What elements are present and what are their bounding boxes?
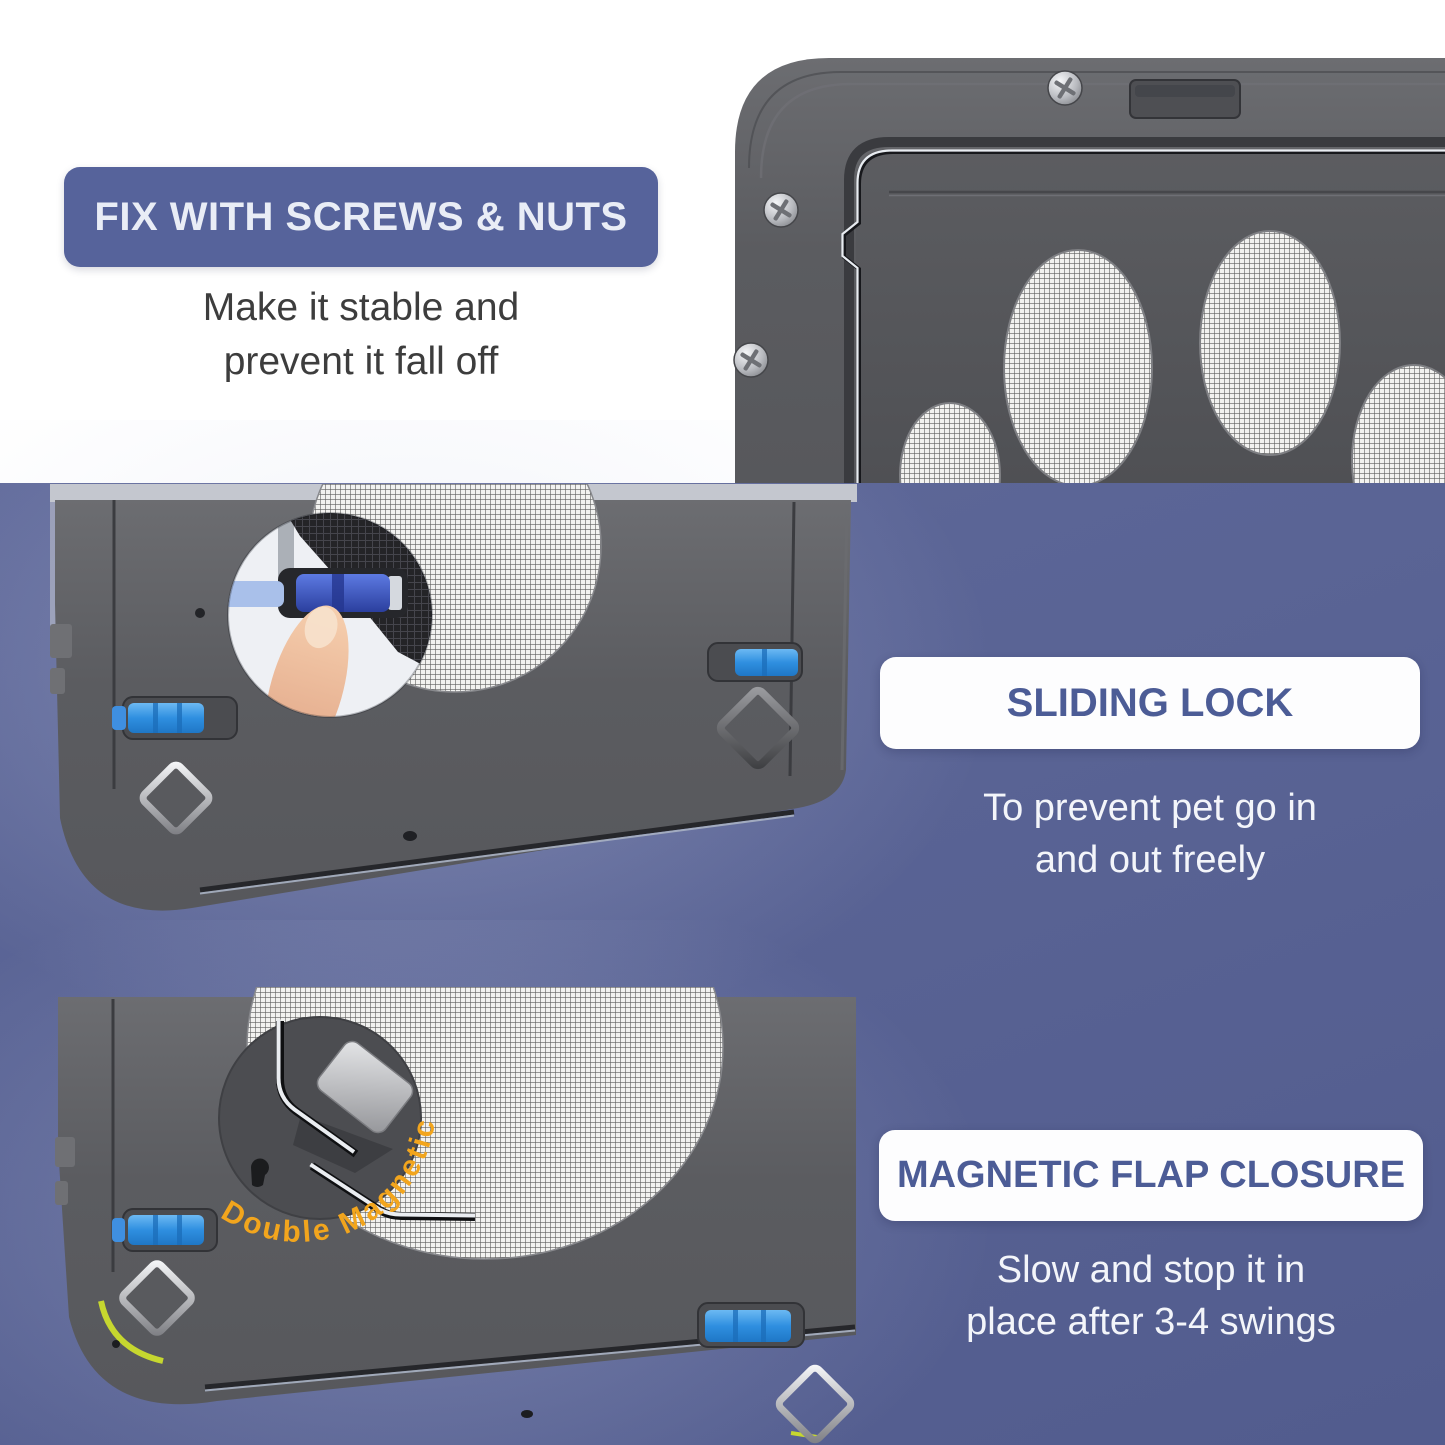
frame-tab <box>50 668 65 694</box>
paw-print-mesh <box>899 230 1445 483</box>
caption-fix-with-screws: Make it stable and prevent it fall off <box>64 281 658 389</box>
caption-sliding-lock: To prevent pet go in and out freely <box>880 782 1420 886</box>
corner-bumper <box>119 1260 195 1336</box>
frame-panel-gap <box>844 137 1445 483</box>
lime-seal-accent <box>98 1300 164 1364</box>
caption-line: Slow and stop it in <box>996 1249 1306 1291</box>
photo-magnetic-flap: Double Magnetic <box>55 987 856 1444</box>
chrome-flap-bracket <box>276 1019 356 1154</box>
phillips-screw-icon <box>733 342 769 378</box>
caption-line: Make it stable and <box>202 286 520 329</box>
magnet-block <box>316 1040 414 1134</box>
photo-door-top-corner <box>733 58 1445 483</box>
caption-line: prevent it fall off <box>223 340 499 383</box>
caption-line: and out freely <box>1034 839 1266 881</box>
sliding-lock-right <box>697 1302 805 1348</box>
caption-line: To prevent pet go in <box>983 787 1317 829</box>
magnet-inset-circle <box>218 1016 476 1221</box>
badge-fix-with-screws: FIX WITH SCREWS & NUTS <box>64 167 658 267</box>
photo-sliding-lock <box>50 484 857 911</box>
frame-tab <box>50 624 72 658</box>
phillips-screw-icon <box>763 192 799 228</box>
finger <box>264 605 349 717</box>
badge-magnetic-flap: MAGNETIC FLAP CLOSURE <box>879 1130 1423 1221</box>
sliding-lock-left <box>112 1208 218 1252</box>
corner-bumper <box>139 761 213 835</box>
caption-line: place after 3-4 swings <box>966 1301 1336 1343</box>
mounting-slot <box>1129 79 1241 119</box>
frame-tab <box>55 1137 75 1167</box>
sliding-lock-right <box>707 642 803 682</box>
sliding-lock-left <box>112 696 238 740</box>
phillips-screw-icon <box>1047 70 1083 106</box>
magnifier-inset <box>227 512 433 718</box>
caption-magnetic-flap: Slow and stop it in place after 3-4 swin… <box>879 1244 1423 1348</box>
corner-bumper <box>775 1364 855 1444</box>
frame-tab <box>55 1181 68 1205</box>
corner-bumper <box>716 686 800 770</box>
badge-sliding-lock: SLIDING LOCK <box>880 657 1420 749</box>
magnified-lock-tab <box>228 581 284 607</box>
chrome-panel-wire <box>841 149 1445 483</box>
keyhole <box>251 1158 269 1187</box>
